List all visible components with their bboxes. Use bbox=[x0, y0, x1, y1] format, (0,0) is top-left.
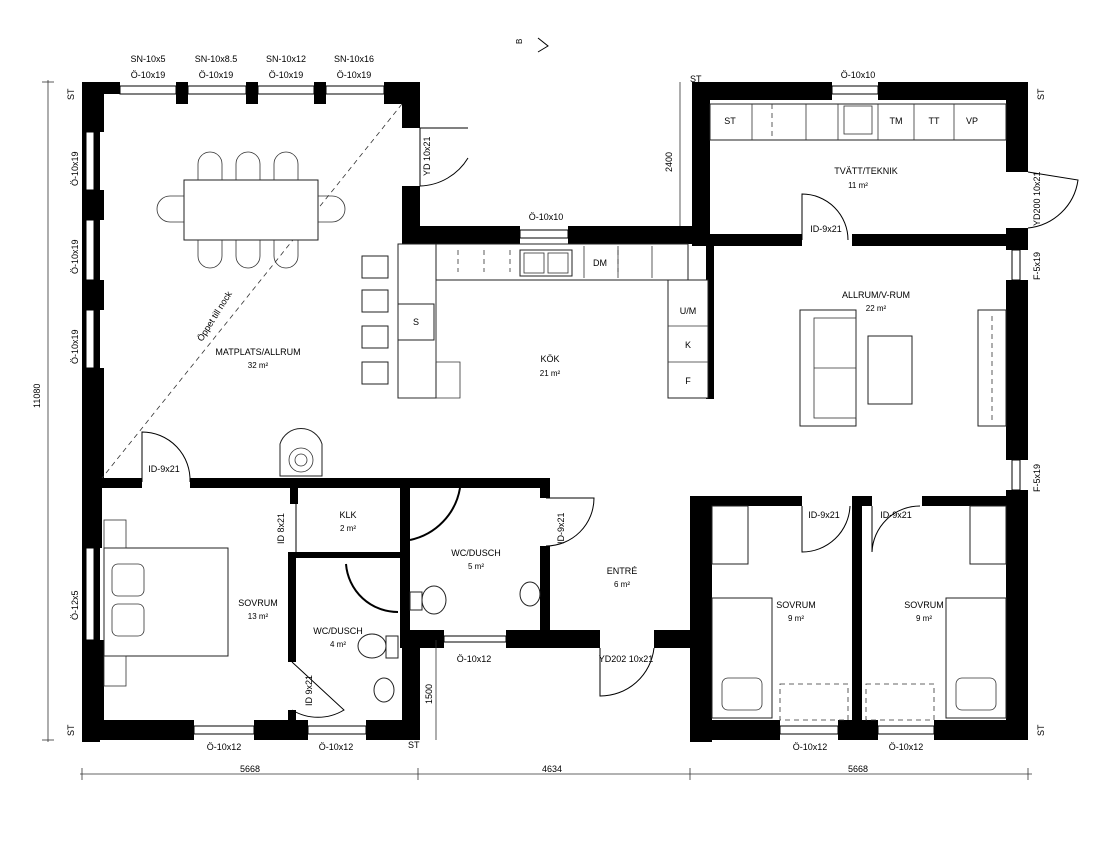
st-mark: ST bbox=[408, 740, 420, 750]
fixture-label: DM bbox=[593, 258, 607, 268]
room-area: 32 m² bbox=[248, 361, 269, 370]
room-name: TVÄTT/TEKNIK bbox=[834, 166, 898, 176]
window-label: SN-10x16 bbox=[334, 54, 374, 64]
room-name: KLK bbox=[339, 510, 356, 520]
room-area: 2 m² bbox=[340, 524, 356, 533]
window-label: Ö-10x19 bbox=[131, 70, 166, 80]
window-label: Ö-10x10 bbox=[529, 212, 564, 222]
windows bbox=[85, 85, 1021, 735]
fixture-label: VP bbox=[966, 116, 978, 126]
window-label: Ö-10x19 bbox=[337, 70, 372, 80]
window-label: Ö-10x12 bbox=[457, 654, 492, 664]
door-label: ID-9x21 bbox=[880, 510, 912, 520]
window-label: Ö-10x12 bbox=[793, 742, 828, 752]
north-label: B bbox=[515, 39, 524, 44]
door-label: ID 9x21 bbox=[304, 675, 314, 706]
window-label: Ö-10x12 bbox=[207, 742, 242, 752]
window-label: Ö-10x19 bbox=[70, 329, 80, 364]
fixture-label: TM bbox=[890, 116, 903, 126]
door-label: ID-9x21 bbox=[556, 512, 566, 544]
window-label: Ö-10x19 bbox=[70, 151, 80, 186]
st-mark: ST bbox=[1036, 88, 1046, 100]
window-label: F-5x19 bbox=[1032, 464, 1042, 492]
window-label: Ö-10x10 bbox=[841, 70, 876, 80]
room-area: 9 m² bbox=[788, 614, 804, 623]
fixture-label: TT bbox=[929, 116, 940, 126]
st-mark: ST bbox=[66, 724, 76, 736]
door-label: ID 8x21 bbox=[276, 513, 286, 544]
room-area: 11 m² bbox=[848, 181, 868, 190]
window-label: SN-10x12 bbox=[266, 54, 306, 64]
window-label: F-5x19 bbox=[1032, 252, 1042, 280]
window-label: Ö-10x19 bbox=[269, 70, 304, 80]
dim-left: 11080 bbox=[32, 384, 42, 408]
room-name: WC/DUSCH bbox=[313, 626, 363, 636]
st-mark: ST bbox=[690, 74, 702, 84]
open-to-ridge-lines bbox=[101, 103, 403, 479]
room-name: SOVRUM bbox=[776, 600, 816, 610]
room-area: 13 m² bbox=[248, 612, 269, 621]
fixture-label: S bbox=[413, 317, 419, 327]
room-area: 9 m² bbox=[916, 614, 932, 623]
door-label: ID-9x21 bbox=[148, 464, 180, 474]
room-name: SOVRUM bbox=[238, 598, 278, 608]
dim-bottom: 4634 bbox=[542, 764, 562, 774]
room-name: ENTRÉ bbox=[607, 566, 638, 576]
room-name: MATPLATS/ALLRUM bbox=[215, 347, 300, 357]
dim-bottom: 5668 bbox=[848, 764, 868, 774]
dim-tvatt: 2400 bbox=[664, 152, 674, 172]
dim-bottom: 5668 bbox=[240, 764, 260, 774]
room-area: 6 m² bbox=[614, 580, 630, 589]
window-label: Ö-10x19 bbox=[199, 70, 234, 80]
room-area: 22 m² bbox=[866, 304, 887, 313]
room-name: ALLRUM/V-RUM bbox=[842, 290, 910, 300]
room-name: WC/DUSCH bbox=[451, 548, 501, 558]
fixture-label: ST bbox=[724, 116, 736, 126]
room-area: 21 m² bbox=[540, 369, 561, 378]
window-label: Ö-10x19 bbox=[70, 239, 80, 274]
dimension-lines bbox=[42, 80, 1032, 780]
door-label: ID-9x21 bbox=[810, 224, 842, 234]
room-name: KÖK bbox=[540, 354, 559, 364]
window-label: Ö-10x12 bbox=[319, 742, 354, 752]
north-arrow-icon bbox=[537, 37, 549, 53]
room-area: 4 m² bbox=[330, 640, 346, 649]
door-label: YD200 10x21 bbox=[1032, 171, 1042, 226]
open-to-ridge-label: Öppet till nock bbox=[195, 289, 234, 343]
fixture-label: U/M bbox=[680, 306, 697, 316]
dining-chairs bbox=[156, 151, 346, 269]
window-label: SN-10x8.5 bbox=[195, 54, 238, 64]
st-mark: ST bbox=[66, 88, 76, 100]
fixture-label: F bbox=[685, 376, 691, 386]
door-label: YD202 10x21 bbox=[599, 654, 654, 664]
window-label: Ö-12x5 bbox=[70, 590, 80, 620]
window-label: SN-10x5 bbox=[130, 54, 165, 64]
room-name: SOVRUM bbox=[904, 600, 944, 610]
door-label: YD 10x21 bbox=[422, 136, 432, 176]
dim-wc: 1500 bbox=[424, 684, 434, 704]
st-mark: ST bbox=[1036, 724, 1046, 736]
furniture bbox=[103, 103, 1007, 721]
door-label: ID-9x21 bbox=[808, 510, 840, 520]
walls bbox=[82, 82, 1028, 742]
door-swings bbox=[141, 127, 1079, 718]
fixture-label: K bbox=[685, 340, 691, 350]
room-area: 5 m² bbox=[468, 562, 484, 571]
window-label: Ö-10x12 bbox=[889, 742, 924, 752]
